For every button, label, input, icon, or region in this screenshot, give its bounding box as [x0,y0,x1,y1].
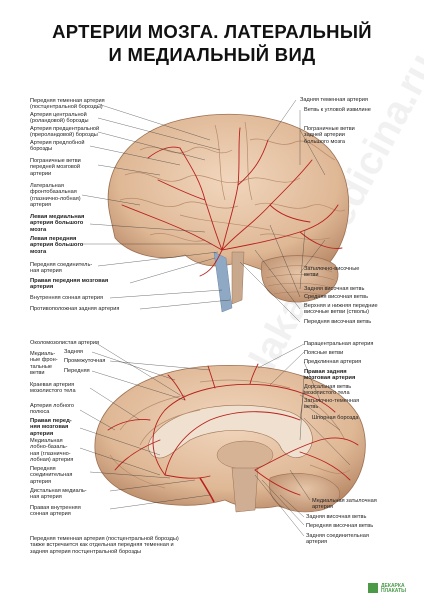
label-medial-frontal-branches: Медиаль- ные фрон- тальные ветви [30,351,58,376]
label-precuneal-artery: Предклинная артерия [304,359,362,365]
internal-carotid-vessel [213,251,233,313]
cerebellum-medial [269,473,340,513]
label-anterior-temporal-trunks: Верхняя и нижняя передние височные ветви… [304,303,378,316]
label-central-sulcus-artery: Артерия центральной (роландовой) борозды [30,112,89,125]
label-right-aca-medial: Правая перед- няя мозговая артерия [30,418,72,437]
label-right-internal-carotid: Правая внутренняя сонная артерия [30,505,81,518]
label-posterior-communicating-artery: Задняя соединительная артерия [306,533,369,546]
label-anterior-communicating-medial: Передняя соединительная артерия [30,466,73,485]
label-paracentral-artery: Парацентральная артерия [304,341,374,347]
label-calcarine-sulcus: Шпорная борозда [312,415,359,421]
label-medial-occipital-artery: Медиальная затылочная артерия [312,498,377,511]
label-right-anterior-cerebral-artery: Правая передняя мозговая артерия [30,278,109,291]
label-border-branches-pca: Пограничные ветви задней артерии большог… [304,126,355,145]
label-anterior: Передняя [64,368,90,374]
brainstem [231,251,245,305]
brainstem-medial [231,467,259,513]
page-title: АРТЕРИИ МОЗГА. ЛАТЕРАЛЬНЫЙ И МЕДИАЛЬНЫЙ … [0,20,424,66]
label-posterior-temporal-branch: Задняя височная ветвь [304,286,365,292]
title-line-1: АРТЕРИИ МОЗГА. ЛАТЕРАЛЬНЫЙ [52,21,372,42]
lateral-arteries [121,127,343,277]
label-right-posterior-cerebral-artery: Правая задняя мозговая артерия [304,369,356,382]
label-contralateral-posterior-artery: Противоположная задняя артерия [30,306,120,312]
corpus-callosum [148,404,313,459]
label-parietooccipital-branch: Затылочно-теменная ветвь [304,398,360,411]
publisher-logo: ДЕКАРКА ПЛАКАТЫ [368,583,414,593]
label-medial-frontobasal-artery: Медиальная лобно-базаль- ная (глазнично-… [30,438,74,463]
lateral-brain [107,113,350,313]
logo-mark-icon [368,583,378,593]
label-anterior-parietal-artery: Передняя теменная артерия (постцентральн… [30,98,105,111]
label-posterior-temporal-branch-medial: Задняя височная ветвь [306,514,367,520]
label-angular-gyrus-branch: Ветвь к угловой извилине [304,107,371,113]
medial-arteries [107,363,359,496]
label-precentral-sulcus-artery: Артерия предцентральной (прероландовой) … [30,126,100,139]
lateral-gyri [119,121,346,242]
label-posterior-parietal-artery: Задняя теменная артерия [300,97,368,103]
label-border-branches-aca: Пограничные ветви передней мозговой арте… [30,158,81,177]
label-anterior-temporal-branch-medial: Передняя височная ветвь [306,523,374,529]
label-left-anterior-cerebral-artery: Левая передняя артерия большого мозга [30,236,84,255]
leader-lines-medial [79,342,351,537]
label-internal-carotid-artery: Внутренняя сонная артерия [30,295,104,301]
label-dorsal-callosal-branch: Дорсальная ветвь мозолистого тела [304,384,352,397]
cerebrum-lateral [107,113,350,280]
label-cingulate-branches: Поясные ветви [304,350,344,356]
label-anterior-communicating-artery: Передняя соединитель- ная артерия [30,262,93,275]
label-intermediate: Промежуточная [64,358,106,364]
label-prefrontal-sulcus-artery: Артерия предлобной борозды [30,140,85,153]
leader-lines-lateral [81,99,326,323]
medial-carotid [199,477,215,503]
label-callosomarginal-artery: Краевая артерия мозолистого тела [30,382,76,395]
label-pericallosal-artery: Околомозолистая артерия [30,340,100,346]
footnote: Передняя теменная артерия (постцентральн… [30,536,179,555]
label-left-middle-cerebral-artery: Левая медиальная артерия большого мозга [30,214,85,233]
label-anterior-temporal-branch: Передняя височная ветвь [304,319,372,325]
cerebellum-lateral [261,255,339,303]
medial-brain [94,363,366,513]
label-distal-medial-artery: Дистальная медиаль- ная артерия [30,488,87,501]
label-middle-temporal-branch: Средняя височная ветвь [304,294,369,300]
label-lateral-frontobasal-artery: Латеральная фронтобазальная (глазнично-л… [30,183,81,208]
cerebellum-folia [265,265,335,297]
logo-text: ДЕКАРКА ПЛАКАТЫ [381,583,407,594]
label-posterior: Задняя [64,349,83,355]
title-line-2: И МЕДИАЛЬНЫЙ ВИД [108,44,316,65]
label-frontopolar-artery: Артерия лобного полюса [30,403,75,416]
label-occipitotemporal-branches: Затылочно-височные ветви [304,266,360,279]
